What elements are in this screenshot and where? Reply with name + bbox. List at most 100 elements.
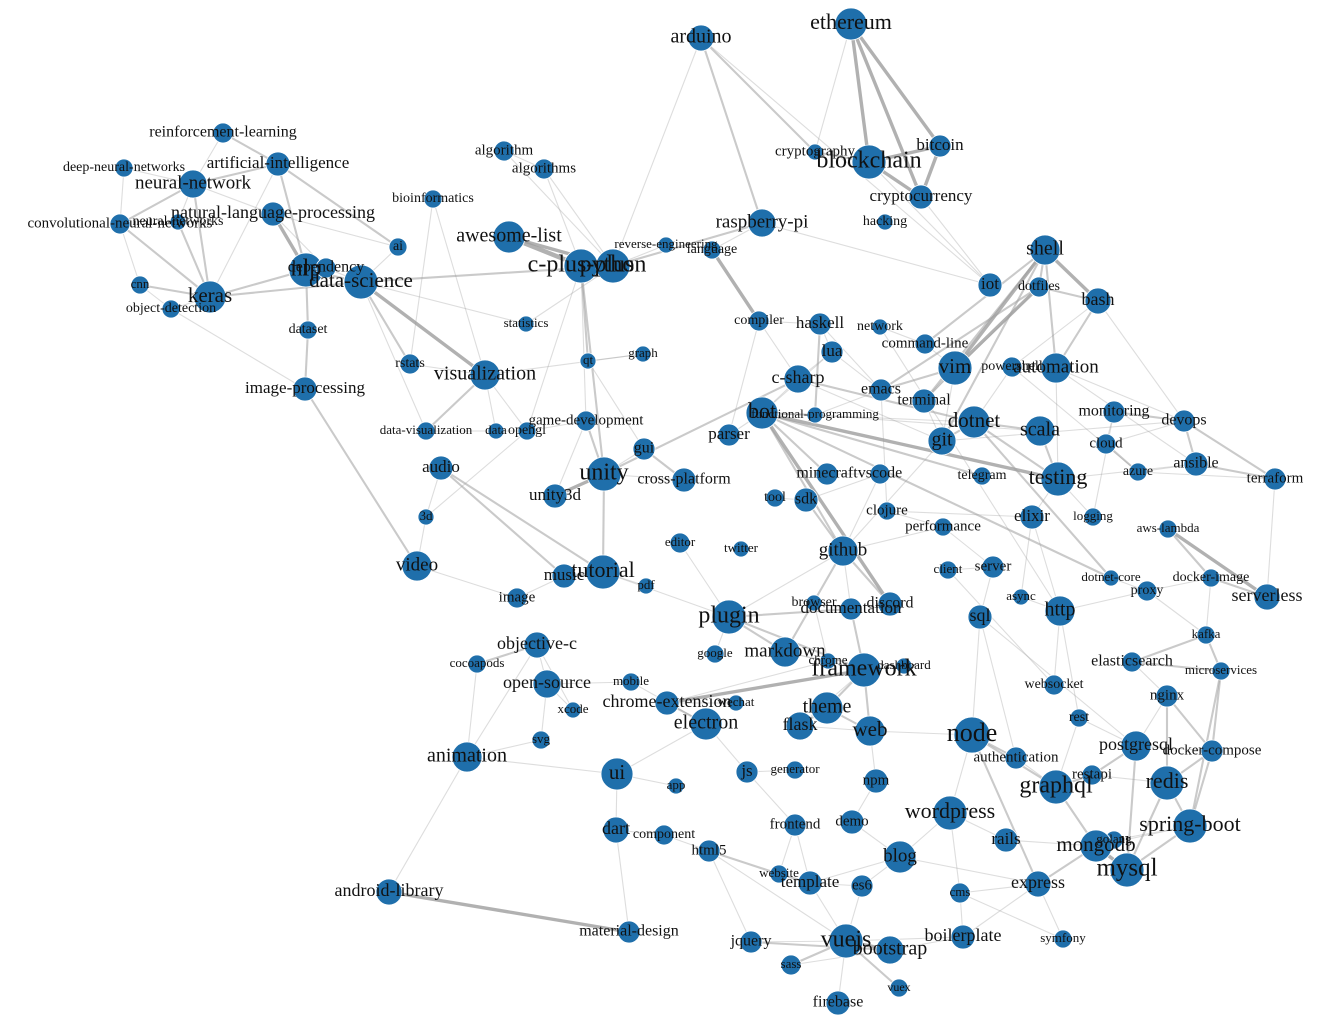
node-material-design[interactable] — [617, 920, 641, 944]
node-html5[interactable] — [697, 839, 721, 863]
node-bot[interactable] — [745, 396, 779, 430]
node-qt[interactable] — [579, 352, 597, 370]
node-proxy[interactable] — [1136, 580, 1158, 602]
node-editor[interactable] — [669, 532, 691, 554]
node-devops[interactable] — [1172, 409, 1196, 433]
node-reverse-engineering[interactable] — [657, 236, 675, 254]
node-arduino[interactable] — [687, 24, 715, 52]
node-demo[interactable] — [839, 809, 865, 835]
node-ansible[interactable] — [1183, 451, 1209, 477]
node-plugin[interactable] — [711, 599, 747, 635]
node-dataset[interactable] — [298, 320, 318, 340]
node-artificial-intelligence[interactable] — [265, 151, 291, 177]
node-keras[interactable] — [193, 280, 227, 314]
node-music[interactable] — [551, 563, 577, 589]
node-dotnet-core[interactable] — [1102, 569, 1120, 587]
node-theme[interactable] — [810, 691, 844, 725]
node-data[interactable] — [487, 422, 505, 440]
node-vuex[interactable] — [889, 978, 909, 998]
node-tool[interactable] — [765, 488, 785, 508]
node-dashboard[interactable] — [895, 657, 913, 675]
node-dotfiles[interactable] — [1028, 276, 1050, 298]
node-vim[interactable] — [937, 350, 973, 386]
node-tutorial[interactable] — [585, 554, 621, 590]
node-frontend[interactable] — [783, 813, 807, 837]
node-clojure[interactable] — [877, 501, 897, 521]
node-wechat[interactable] — [727, 694, 745, 712]
node-component[interactable] — [653, 824, 675, 846]
node-animation[interactable] — [451, 741, 483, 773]
node-rstats[interactable] — [399, 353, 421, 375]
node-mysql[interactable] — [1109, 852, 1145, 888]
node-postgresql[interactable] — [1120, 730, 1152, 762]
node-graphql[interactable] — [1038, 769, 1074, 805]
node-android-library[interactable] — [375, 878, 403, 906]
node-sass[interactable] — [780, 954, 802, 976]
node-vscode[interactable] — [869, 463, 891, 485]
node-docker-image[interactable] — [1201, 568, 1221, 588]
node-emacs[interactable] — [869, 378, 893, 402]
node-command-line[interactable] — [914, 333, 936, 355]
node-haskell[interactable] — [808, 312, 832, 336]
node-authentication[interactable] — [1004, 746, 1028, 770]
node-microservices[interactable] — [1211, 661, 1231, 681]
node-bioinformatics[interactable] — [423, 189, 443, 209]
node-c-sharp[interactable] — [783, 364, 813, 394]
node-open-source[interactable] — [532, 669, 562, 699]
node-http[interactable] — [1044, 595, 1076, 627]
node-mobile[interactable] — [621, 672, 641, 692]
node-git[interactable] — [927, 426, 957, 456]
node-rest[interactable] — [1069, 708, 1089, 728]
node-twitter[interactable] — [732, 540, 750, 558]
node-cloud[interactable] — [1095, 433, 1117, 455]
node-elixir[interactable] — [1019, 504, 1045, 530]
node-chrome[interactable] — [819, 652, 837, 670]
node-chrome-extension[interactable] — [654, 690, 680, 716]
node-browser[interactable] — [805, 594, 823, 612]
node-functional-programming[interactable] — [806, 406, 824, 424]
node-visualization[interactable] — [469, 359, 501, 391]
node-es6[interactable] — [850, 874, 874, 898]
node-unity3d[interactable] — [542, 483, 568, 509]
node-convolutional-neural-networks[interactable] — [109, 213, 131, 235]
node-markdown[interactable] — [769, 636, 801, 668]
node-cms[interactable] — [949, 882, 971, 904]
node-statistics[interactable] — [517, 315, 535, 333]
node-compiler[interactable] — [748, 310, 770, 332]
node-js[interactable] — [735, 760, 759, 784]
node-docker-compose[interactable] — [1200, 739, 1224, 763]
node-google[interactable] — [705, 644, 725, 664]
node-elasticsearch[interactable] — [1121, 651, 1143, 673]
node-generator[interactable] — [785, 760, 805, 780]
node-powershell[interactable] — [1001, 356, 1023, 378]
node-cnn[interactable] — [130, 275, 150, 295]
node-serverless[interactable] — [1253, 583, 1281, 611]
node-dotnet[interactable] — [957, 405, 991, 439]
node-redis[interactable] — [1149, 765, 1185, 801]
node-electron[interactable] — [689, 707, 723, 741]
node-framework[interactable] — [846, 652, 882, 688]
node-3d[interactable] — [417, 508, 435, 526]
node-raspberry-pi[interactable] — [747, 208, 777, 238]
node-terraform[interactable] — [1263, 467, 1287, 491]
node-vuejs[interactable] — [828, 923, 864, 959]
node-app[interactable] — [667, 777, 685, 795]
node-express[interactable] — [1024, 870, 1052, 898]
node-opengl[interactable] — [517, 421, 537, 441]
node-shell[interactable] — [1029, 234, 1061, 266]
node-cryptography[interactable] — [806, 143, 824, 161]
node-awesome-list[interactable] — [492, 220, 526, 254]
node-github[interactable] — [827, 535, 859, 567]
node-bootstrap[interactable] — [875, 935, 905, 965]
node-algorithm[interactable] — [493, 140, 515, 162]
node-dependency[interactable] — [315, 257, 337, 279]
node-parser[interactable] — [717, 423, 741, 447]
node-performance[interactable] — [933, 517, 953, 537]
node-logging[interactable] — [1083, 507, 1103, 527]
node-mongodb[interactable] — [1079, 829, 1113, 863]
node-neural-networks[interactable] — [169, 213, 187, 231]
node-nginx[interactable] — [1155, 684, 1179, 708]
node-kafka[interactable] — [1196, 625, 1216, 645]
node-restapi[interactable] — [1081, 764, 1103, 786]
node-svg[interactable] — [531, 730, 551, 750]
